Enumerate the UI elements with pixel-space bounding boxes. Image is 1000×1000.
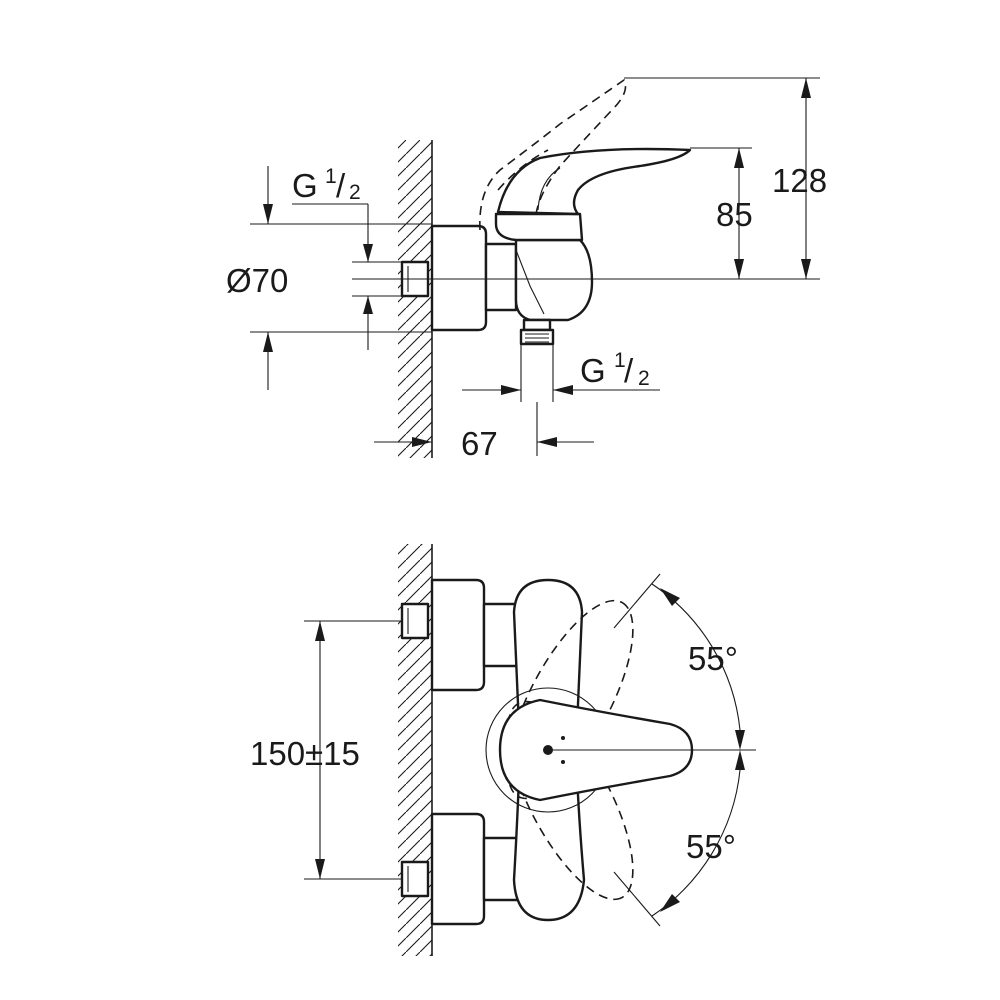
dim-angles: 55° 55° — [548, 573, 756, 927]
dim-height-lever: 85 — [690, 147, 753, 279]
connector-side — [484, 242, 518, 312]
collar-side — [494, 212, 584, 242]
centers-label: 150±15 — [250, 735, 360, 772]
inlet-lower — [400, 812, 522, 926]
svg-text:/: / — [336, 167, 346, 204]
outlet-thread-den: 2 — [638, 367, 650, 390]
angle-upper-label: 55° — [688, 640, 738, 677]
projection-label: 67 — [461, 425, 498, 462]
inlet-thread-den: 2 — [349, 181, 361, 204]
dim-diameter: Ø70 — [226, 166, 432, 390]
angle-lower-label: 55° — [686, 828, 736, 865]
height-total-label: 128 — [772, 162, 827, 199]
height-lever-label: 85 — [716, 196, 753, 233]
inlet-thread-num: 1 — [325, 165, 337, 188]
escutcheon-side — [430, 224, 488, 332]
outlet-side — [519, 318, 555, 346]
lever-raised-dashed — [479, 78, 627, 231]
side-view: G 1 / 2 Ø70 128 85 — [226, 77, 827, 462]
lever-side — [496, 147, 692, 216]
outlet-thread-main: G — [580, 352, 606, 389]
dim-centers: 150±15 — [250, 620, 402, 880]
inlet-thread-main: G — [292, 167, 318, 204]
front-view: 150±15 55° 55° — [250, 544, 756, 956]
mixer-body-side — [514, 238, 594, 322]
outlet-thread-num: 1 — [614, 349, 626, 372]
diameter-label: Ø70 — [226, 262, 288, 299]
wall-side — [398, 140, 433, 458]
dim-inlet-thread: G 1 / 2 — [292, 165, 402, 350]
dim-height-total: 128 — [624, 77, 827, 279]
svg-text:/: / — [624, 352, 634, 389]
dim-outlet-thread: G 1 / 2 — [462, 344, 660, 402]
dim-projection: 67 — [374, 402, 594, 462]
